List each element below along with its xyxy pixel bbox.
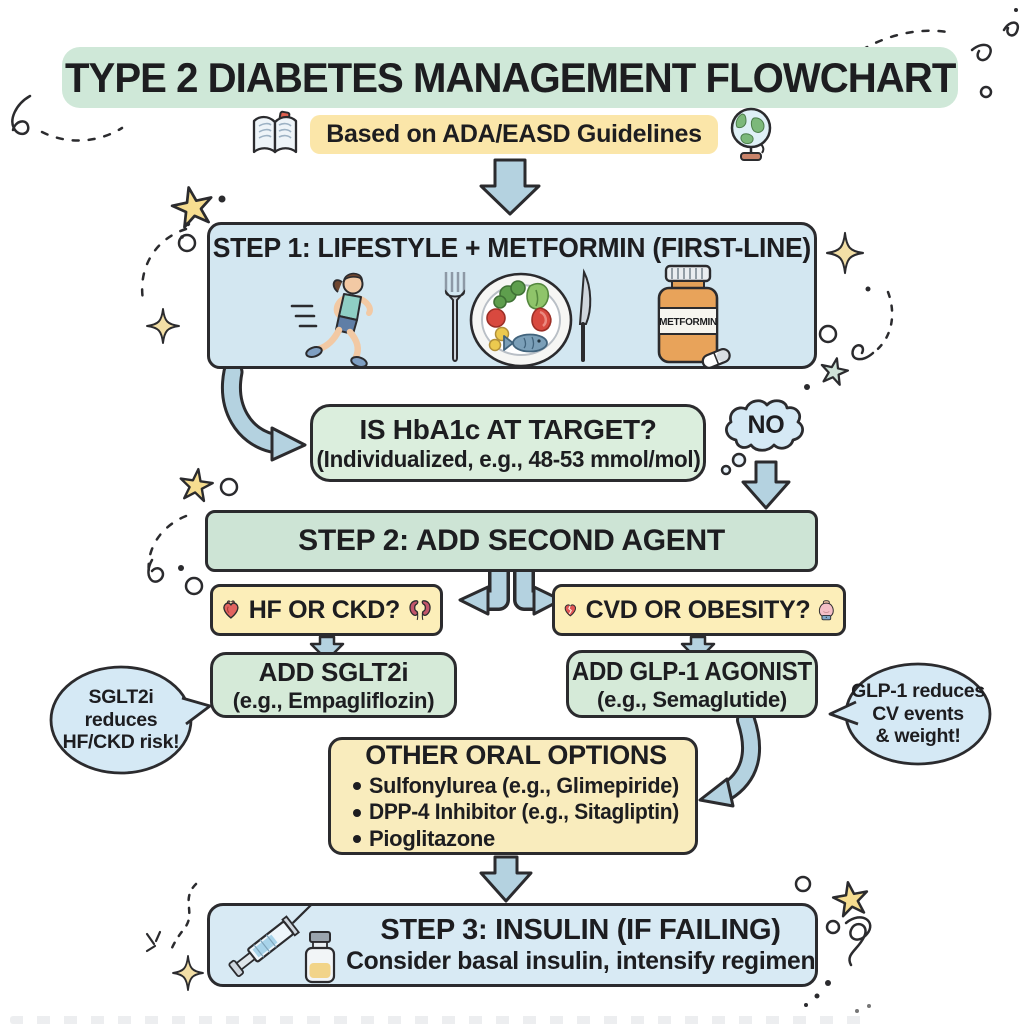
arrow-oral-to-step3 — [479, 855, 533, 903]
step2-box: STEP 2: ADD SECOND AGENT — [205, 510, 818, 572]
list-item: DPP-4 Inhibitor (e.g., Sitagliptin) — [351, 799, 681, 825]
dot-doodles — [177, 8, 1018, 1013]
cutoff-text-artifact — [10, 1016, 870, 1024]
speech-bubble-shape — [828, 662, 992, 766]
arrow-glp1-to-oral — [698, 710, 762, 808]
step1-box: STEP 1: LIFESTYLE + METFORMIN (FIRST-LIN… — [207, 222, 817, 369]
broken-heart-icon — [564, 604, 576, 617]
cvd-obesity-question: CVD OR OBESITY? — [585, 595, 811, 624]
bullet-icon — [353, 808, 361, 817]
sglt2i-action-box: ADD SGLT2i (e.g., Empagliflozin) — [210, 652, 457, 718]
page-title: TYPE 2 DIABETES MANAGEMENT FLOWCHART — [64, 53, 956, 101]
bottle-label: METFORMIN — [659, 317, 717, 328]
other-oral-list: Sulfonylurea (e.g., Glimepiride) DPP-4 I… — [351, 773, 681, 852]
other-oral-title: OTHER ORAL OPTIONS — [365, 739, 667, 770]
sglt2i-action: ADD SGLT2i — [258, 656, 409, 687]
healthy-plate-icon — [444, 268, 592, 368]
hba1c-question: IS HbA1c AT TARGET? — [359, 413, 657, 445]
list-item: Sulfonylurea (e.g., Glimepiride) — [351, 773, 681, 799]
list-item: Pioglitazone — [351, 826, 681, 852]
no-thought-cloud: NO — [720, 394, 812, 462]
heart-icon — [223, 600, 239, 619]
other-oral-options-box: OTHER ORAL OPTIONS Sulfonylurea (e.g., G… — [328, 737, 698, 855]
hf-ckd-question: HF OR CKD? — [248, 595, 400, 624]
cvd-obesity-question-box: CVD OR OBESITY? — [552, 584, 846, 636]
step1-title: STEP 1: LIFESTYLE + METFORMIN (FIRST-LIN… — [212, 232, 812, 263]
bullet-icon — [353, 782, 361, 791]
metformin-bottle-icon: METFORMIN — [657, 264, 731, 369]
subtitle-row: Based on ADA/EASD Guidelines — [0, 106, 1024, 162]
glp1-note-text: GLP-1 reduces CV events & weight! — [851, 680, 985, 748]
arrow-step1-to-hba1c — [221, 361, 307, 462]
globe-icon — [730, 107, 771, 161]
arrow-title-to-step1 — [479, 158, 541, 216]
title-band: TYPE 2 DIABETES MANAGEMENT FLOWCHART — [62, 47, 958, 108]
insulin-vial-icon — [304, 931, 335, 984]
glp1-example: (e.g., Semaglutide) — [597, 686, 787, 712]
step3-box: STEP 3: INSULIN (IF FAILING) Consider ba… — [207, 903, 818, 987]
step3-detail: Consider basal insulin, intensify regime… — [345, 947, 816, 975]
step3-text: STEP 3: INSULIN (IF FAILING) Consider ba… — [343, 914, 818, 976]
obese-body-icon — [819, 600, 835, 621]
thought-dots — [720, 452, 747, 476]
open-book-icon — [253, 110, 298, 154]
bullet-icon — [353, 834, 361, 843]
no-label: NO — [747, 410, 785, 439]
sglt2i-note-bubble: SGLT2i reduces HF/CKD risk! — [46, 664, 214, 778]
glp1-note-bubble: GLP-1 reduces CV events & weight! — [828, 662, 994, 768]
glp1-action-box: ADD GLP-1 AGONIST (e.g., Semaglutide) — [566, 650, 818, 718]
cloud-shape — [725, 399, 804, 452]
hba1c-detail: (Individualized, e.g., 48-53 mmol/mol) — [316, 445, 700, 472]
speech-bubble-shape — [49, 665, 212, 775]
step1-icons: METFORMIN — [290, 264, 734, 370]
glp1-action: ADD GLP-1 AGONIST — [572, 655, 813, 686]
hba1c-question-box: IS HbA1c AT TARGET? (Individualized, e.g… — [310, 404, 706, 482]
swirl-doodles — [11, 21, 1020, 967]
kidneys-icon — [409, 600, 431, 621]
syringe-icon — [228, 906, 313, 978]
hf-ckd-question-box: HF OR CKD? — [210, 584, 443, 636]
arrow-no-to-step2 — [741, 460, 791, 510]
step3-icons — [228, 906, 335, 984]
sglt2i-note-text: SGLT2i reduces HF/CKD risk! — [62, 686, 180, 754]
arrow-step2-to-left-branch — [458, 572, 510, 616]
subtitle-highlight: Based on ADA/EASD Guidelines — [310, 114, 718, 154]
sglt2i-example: (e.g., Empagliflozin) — [232, 687, 435, 713]
step2-title: STEP 2: ADD SECOND AGENT — [298, 524, 725, 557]
runner-icon — [290, 272, 373, 368]
arrow-step2-to-right-branch — [513, 572, 563, 616]
step3-title: STEP 3: INSULIN (IF FAILING) — [380, 914, 781, 946]
